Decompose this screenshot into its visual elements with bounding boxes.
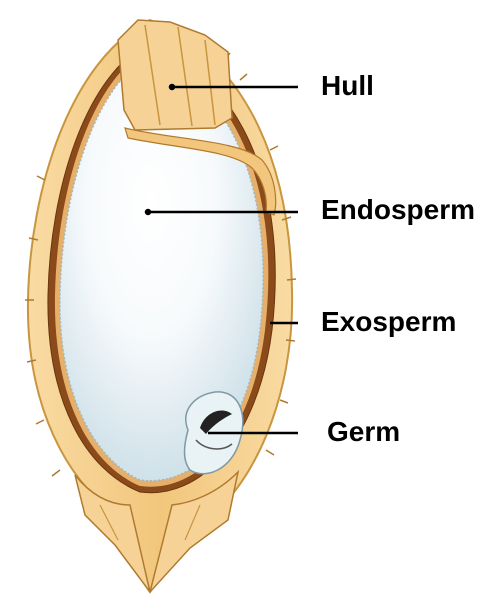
hull-label: Hull — [321, 72, 374, 100]
germ-label: Germ — [327, 418, 400, 446]
endosperm-label: Endosperm — [321, 196, 475, 224]
hull-leader-dot — [170, 85, 174, 89]
exosperm-label: Exosperm — [321, 308, 456, 336]
endosperm-leader-dot — [146, 210, 150, 214]
